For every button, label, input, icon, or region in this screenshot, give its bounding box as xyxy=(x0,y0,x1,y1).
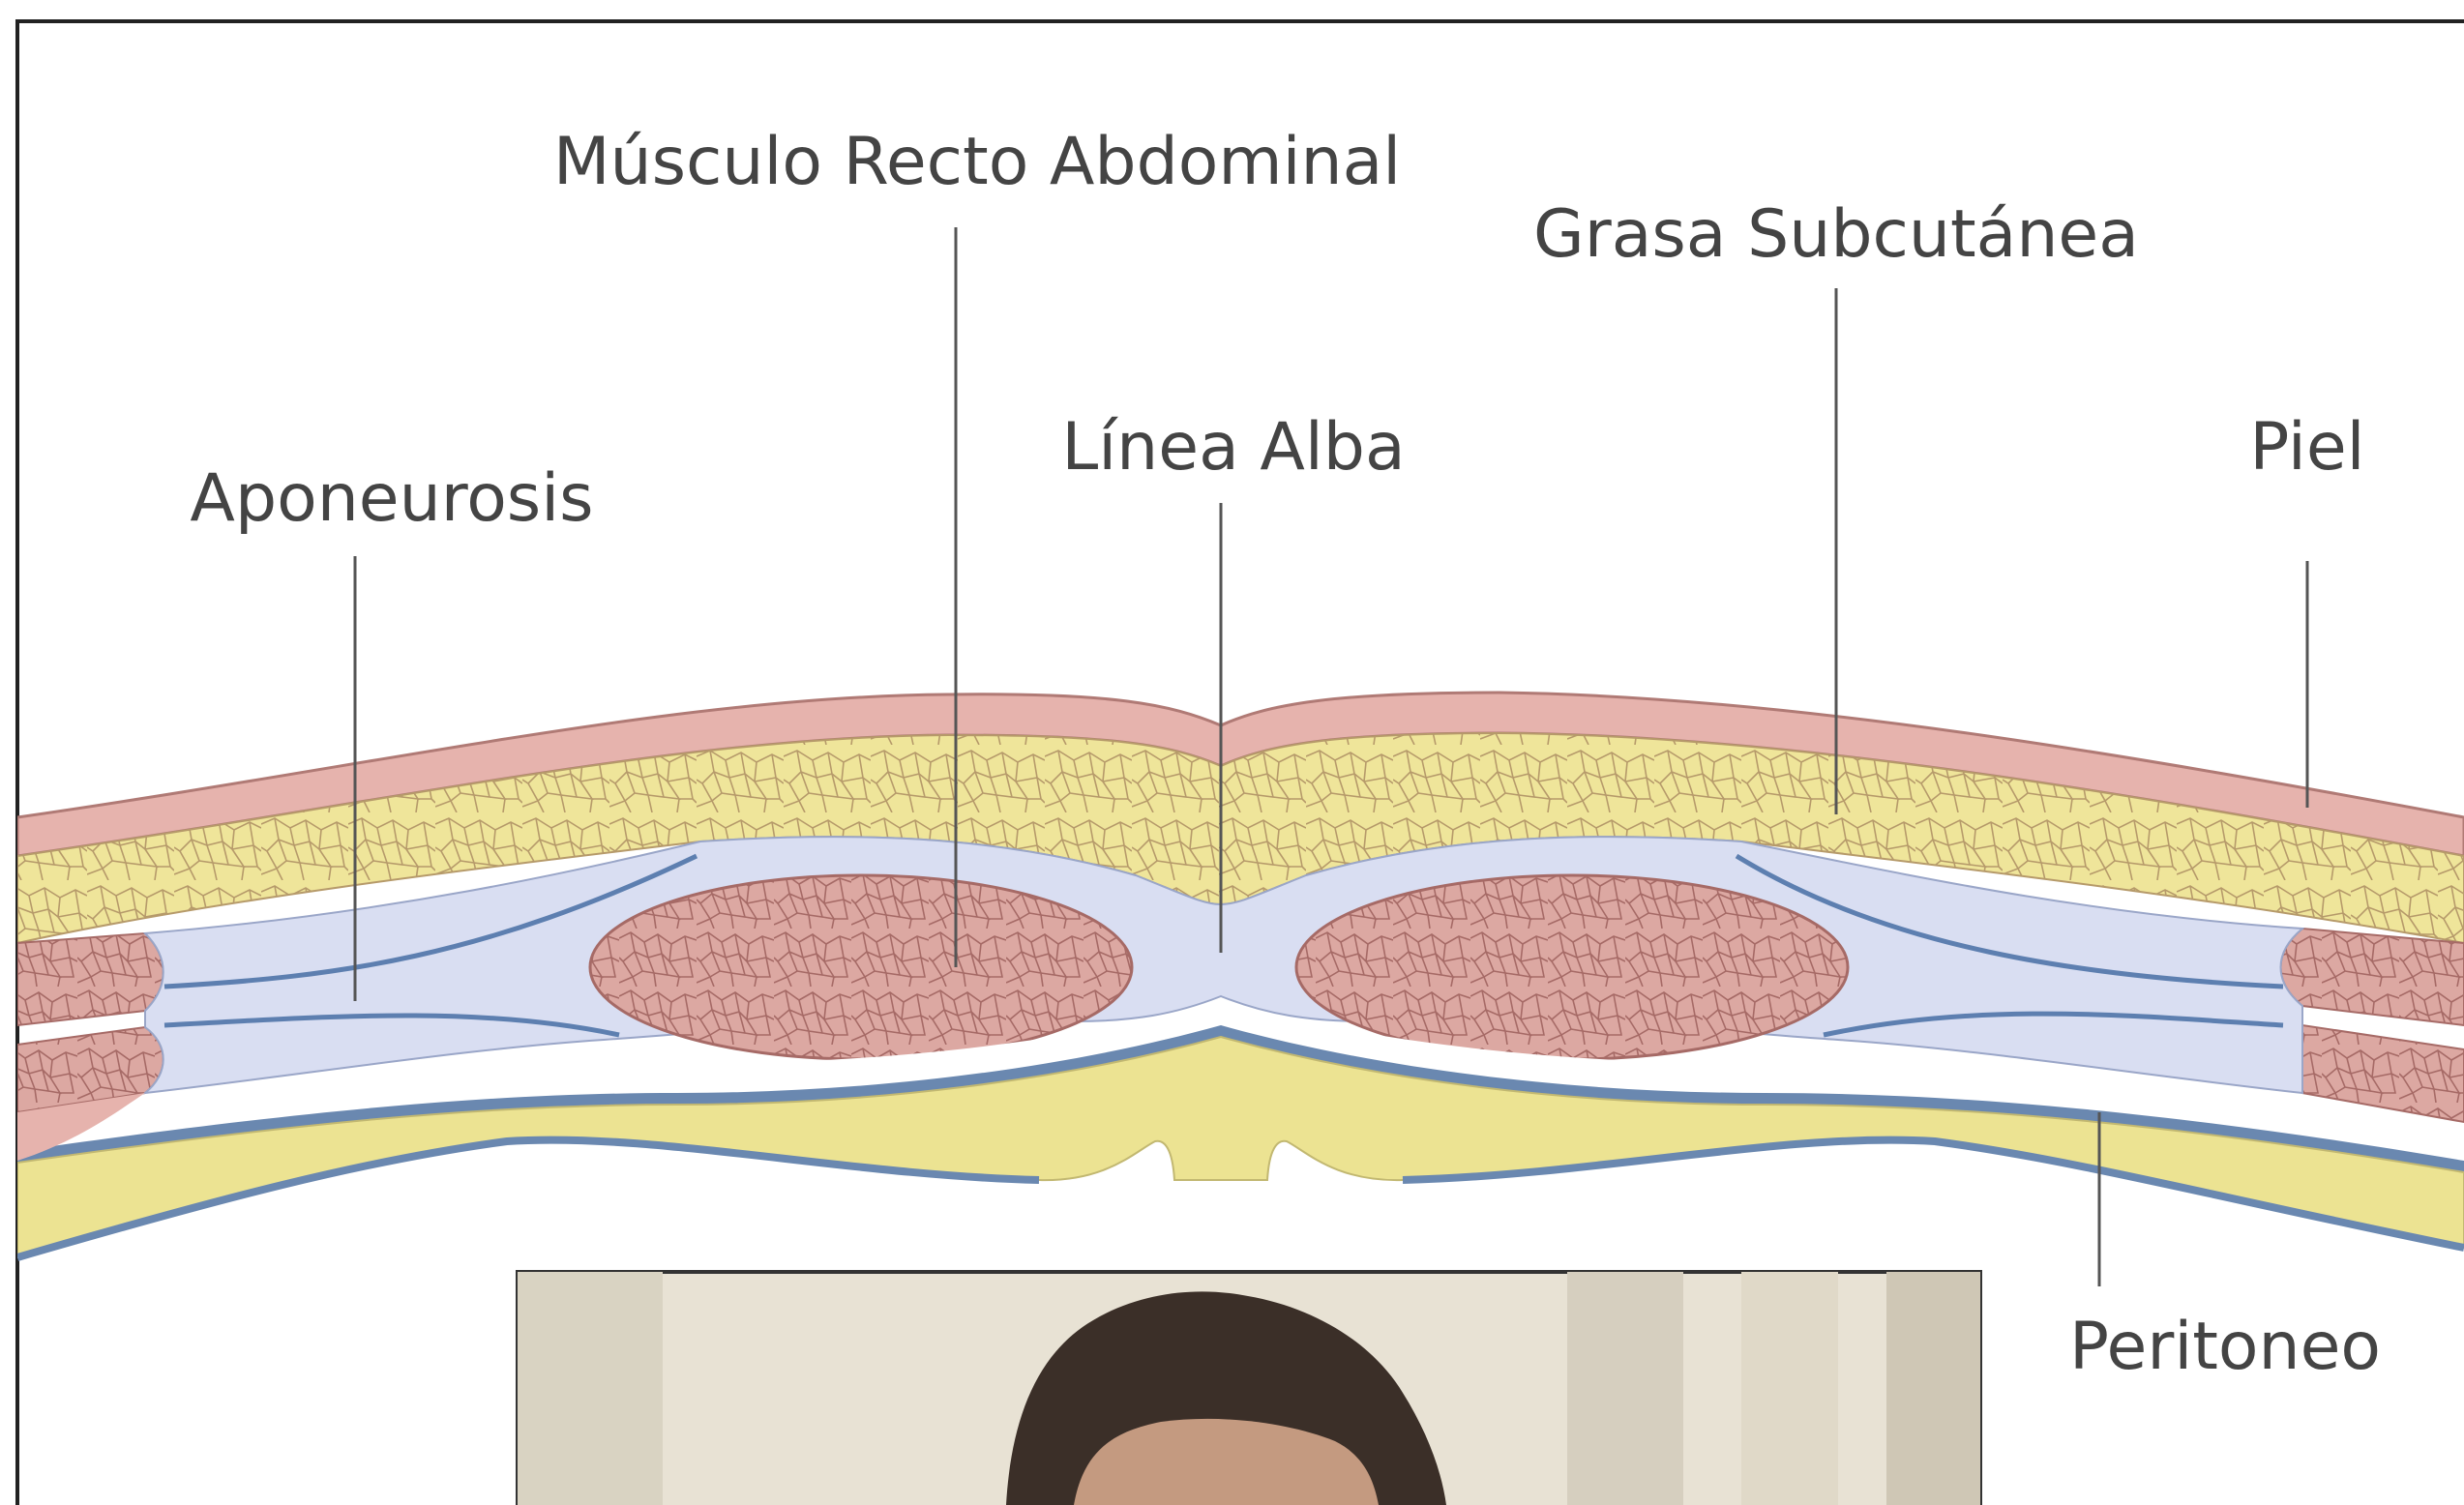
label-grasa-subcutanea: Grasa Subcutánea xyxy=(1533,196,2139,273)
label-peritoneo: Peritoneo xyxy=(2069,1309,2381,1385)
lateral-muscle-left xyxy=(17,933,163,1025)
label-linea-alba: Línea Alba xyxy=(1061,409,1405,486)
label-recto-abdominal: Músculo Recto Abdominal xyxy=(553,124,1401,200)
rectus-muscle-left xyxy=(590,875,1132,1059)
rectus-muscle-right xyxy=(1296,875,1848,1059)
inset-photo xyxy=(518,1272,1980,1505)
label-aponeurosis: Aponeurosis xyxy=(190,460,593,537)
label-piel: Piel xyxy=(2249,409,2364,486)
